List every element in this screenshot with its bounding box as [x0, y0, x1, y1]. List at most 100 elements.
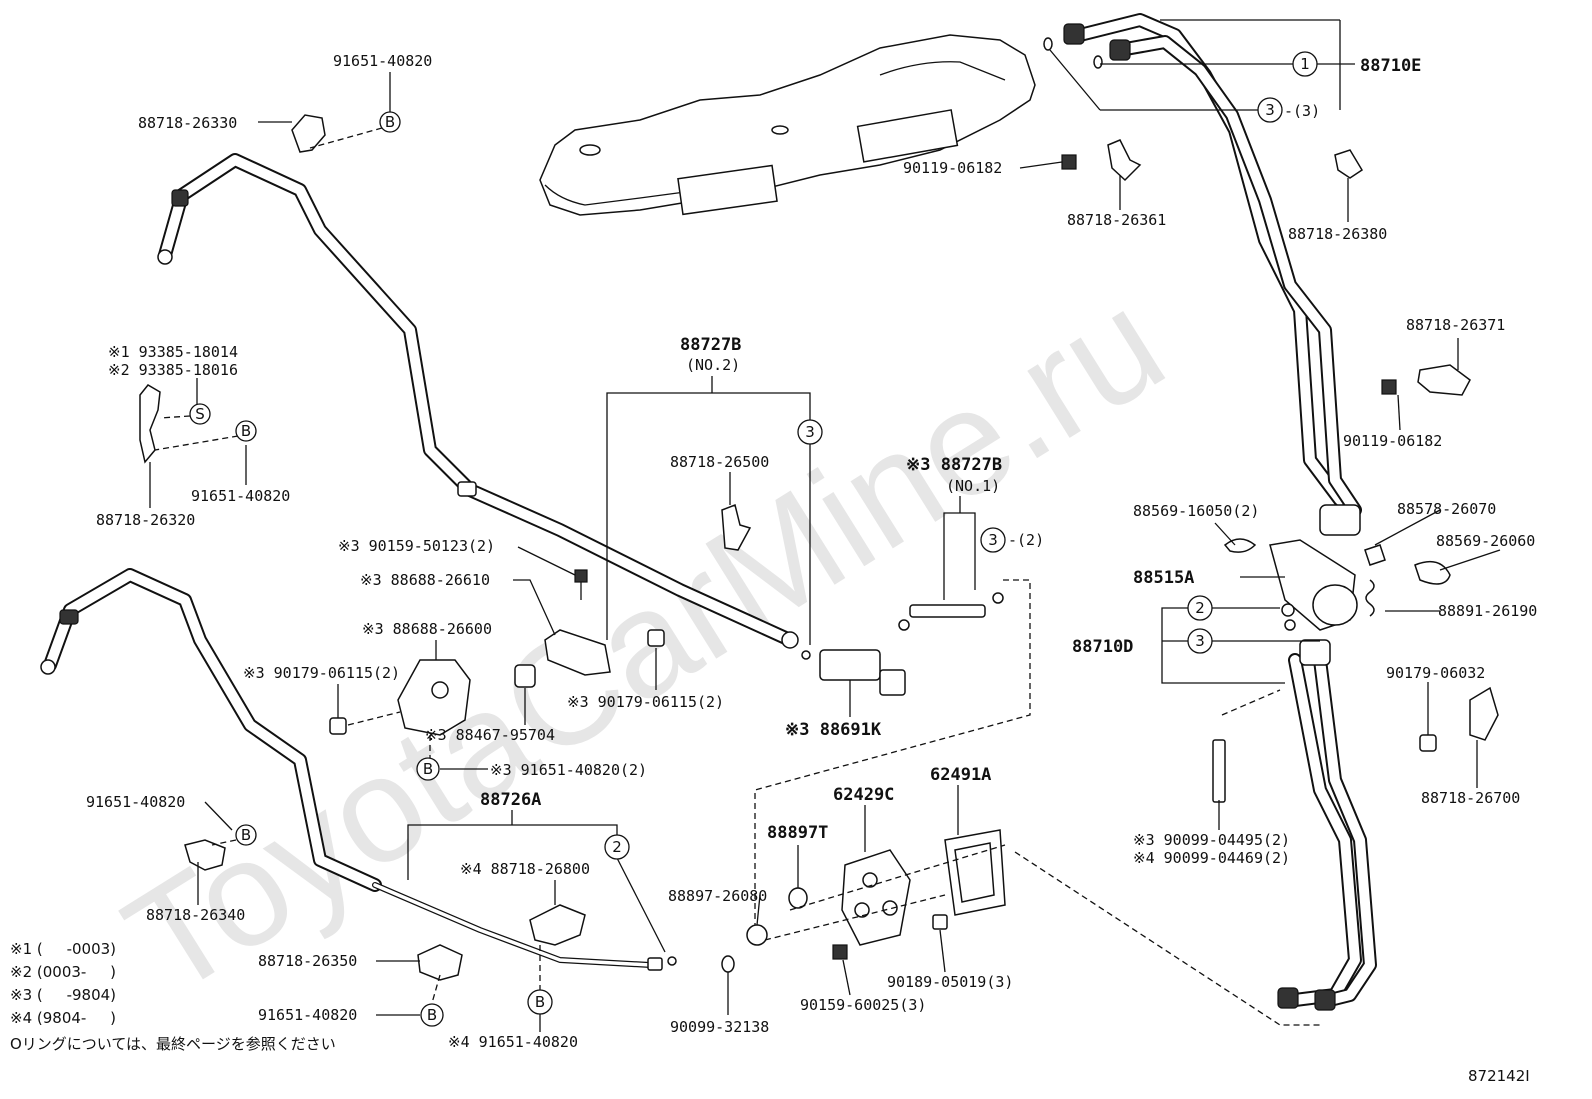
label-90099-04469: ※4 90099-04469(2) — [1133, 849, 1290, 867]
notes-legend: ※1 ( -0003) ※2 (0003- ) ※3 ( -9804) ※4 (… — [10, 940, 336, 1053]
label-62429c: 62429C — [833, 785, 894, 805]
callout-b-top — [379, 111, 401, 133]
oring-90099-32138 — [721, 955, 735, 973]
note-1: ※1 ( -0003) — [10, 940, 116, 958]
bolt-90119-06182-top — [1061, 154, 1077, 170]
seal-62429c — [841, 849, 911, 946]
svg-text:B: B — [385, 113, 395, 131]
label-90119-06182-top: 90119-06182 — [903, 159, 1002, 177]
expansion-valve-88515a — [1223, 504, 1451, 666]
callout-s — [189, 403, 211, 425]
pressure-switch-88691k — [819, 649, 906, 696]
callout-b-bot — [420, 1003, 444, 1027]
label-no2: (NO.2) — [686, 356, 740, 374]
svg-text:2: 2 — [612, 838, 622, 856]
svg-text:B: B — [241, 826, 251, 844]
label-90189-05019: 90189-05019(3) — [887, 973, 1013, 991]
label-90099-32138: 90099-32138 — [670, 1018, 769, 1036]
label-88718-26380: 88718-26380 — [1288, 225, 1387, 243]
label-62491a: 62491A — [930, 765, 991, 785]
label-88891-26190: 88891-26190 — [1438, 602, 1537, 620]
callout-circles: B S B 3 3 B 2 B B B 1 3 2 3 — [189, 51, 1318, 1027]
figure-code: 872142I — [1468, 1067, 1530, 1085]
callout-b-mid — [235, 824, 257, 846]
seal-62491a — [944, 829, 1006, 916]
label-91651-40820-top: 91651-40820 — [333, 52, 432, 70]
nut-90179-06115-b — [647, 629, 665, 647]
note-3: ※3 ( -9804) — [10, 986, 116, 1004]
part-labels: 91651-40820 88718-26330 ※1 93385-18014 ※… — [86, 52, 1537, 1051]
callout-3-88710d — [1187, 628, 1213, 654]
bolt-90159-50123 — [574, 569, 588, 600]
label-88897t: 88897T — [767, 823, 828, 843]
label-3-3: -(3) — [1284, 102, 1320, 120]
grommet-88467-95704 — [514, 664, 536, 688]
clip-88718-26350 — [417, 944, 463, 981]
callout-3-no1 — [980, 527, 1006, 553]
svg-text:3: 3 — [1195, 632, 1205, 650]
label-88578-26070: 88578-26070 — [1397, 500, 1496, 518]
label-88718-26500: 88718-26500 — [670, 453, 769, 471]
nut-90179-06115-a — [329, 717, 347, 735]
callout-3-88710e — [1257, 97, 1283, 123]
label-88718-26350: 88718-26350 — [258, 952, 357, 970]
svg-text:3: 3 — [1265, 101, 1275, 119]
label-88710e: 88710E — [1360, 56, 1421, 76]
pipe-88710d — [1277, 653, 1377, 1011]
clip-88718-26361 — [1107, 139, 1142, 182]
label-91651-40820-mid: 91651-40820 — [86, 793, 185, 811]
pipe-88726a — [40, 568, 677, 971]
bracket-88718-26700 — [1469, 686, 1499, 741]
clip-88718-26800 — [529, 904, 586, 946]
callout-b-bracket — [416, 757, 440, 781]
label-88718-26330: 88718-26330 — [138, 114, 237, 132]
note-2: ※2 (0003- ) — [10, 963, 116, 981]
label-88718-26371: 88718-26371 — [1406, 316, 1505, 334]
label-93385-18016: ※2 93385-18016 — [108, 361, 238, 379]
nut-90179-06032 — [1419, 734, 1437, 752]
svg-text:B: B — [423, 760, 433, 778]
callout-2-88710d — [1187, 595, 1213, 621]
svg-text:B: B — [241, 422, 251, 440]
callout-b-left — [235, 420, 257, 442]
evaporator-duct-housing — [539, 34, 1036, 216]
label-88710d: 88710D — [1072, 637, 1133, 657]
svg-text:2: 2 — [1195, 599, 1205, 617]
svg-text:B: B — [427, 1006, 437, 1024]
callout-b-bot2 — [527, 989, 553, 1015]
label-91651-40820-bot: 91651-40820 — [258, 1006, 357, 1024]
label-90159-60025: 90159-60025(3) — [800, 996, 926, 1014]
label-88569-16050: 88569-16050(2) — [1133, 502, 1259, 520]
label-88688-26600: ※3 88688-26600 — [362, 620, 492, 638]
label-90179-06115-b: ※3 90179-06115(2) — [567, 693, 724, 711]
label-90179-06115-a: ※3 90179-06115(2) — [243, 664, 400, 682]
label-88718-26320: 88718-26320 — [96, 511, 195, 529]
bolt-90159-60025 — [832, 944, 848, 960]
label-88727b-no2: 88727B — [680, 335, 741, 355]
clip-90189-05019 — [932, 914, 948, 930]
label-88718-26800: ※4 88718-26800 — [460, 860, 590, 878]
svg-text:1: 1 — [1300, 55, 1310, 73]
label-3-2: -(2) — [1008, 531, 1044, 549]
pipe-88727b-no2 — [157, 153, 811, 660]
label-90119-06182-right: 90119-06182 — [1343, 432, 1442, 450]
clip-88718-26340 — [184, 839, 226, 871]
clip-88718-26330 — [291, 114, 326, 153]
leader-lines — [149, 19, 1501, 1032]
pipe-88710e — [1043, 13, 1362, 517]
bracket-88688-26600 — [397, 659, 471, 736]
bolt-88727b-no1 — [898, 592, 1004, 631]
stud-90099-04495 — [1212, 739, 1226, 803]
label-88897-26080: 88897-26080 — [668, 887, 767, 905]
label-88688-26610: ※3 88688-26610 — [360, 571, 490, 589]
callout-2-88726a — [604, 834, 630, 860]
grommet-88897-26080 — [746, 924, 768, 946]
label-88727b-no1: ※3 88727B — [906, 455, 1002, 475]
clip-88718-26500 — [721, 503, 752, 551]
label-88718-26700: 88718-26700 — [1421, 789, 1520, 807]
label-90099-04495: ※3 90099-04495(2) — [1133, 831, 1290, 849]
label-88515a: 88515A — [1133, 568, 1194, 588]
label-90179-06032: 90179-06032 — [1386, 664, 1485, 682]
